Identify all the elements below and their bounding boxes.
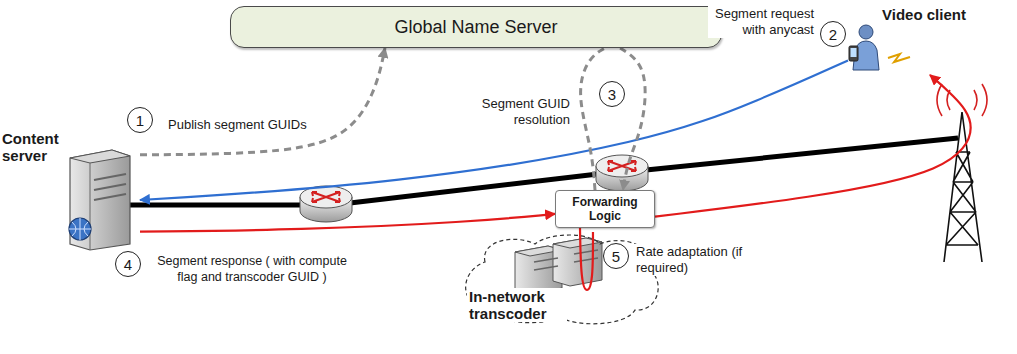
callout-number: 5 [603,243,629,269]
node-text: Global Name Server [384,17,567,38]
cell-tower [937,84,987,262]
backbone-link [130,138,958,205]
router-icon-part [608,161,636,171]
router-icon-part [596,155,648,177]
server-icon-part [69,218,91,240]
cloud-outline [466,235,659,324]
router-icon [596,155,648,191]
step-note: Segment request with anycast [708,6,816,38]
person-icon [849,25,879,70]
server-icon-part [94,184,126,190]
server-icon [69,150,130,250]
person-icon-part [851,48,857,57]
transcoder-servers-part [534,250,598,270]
backbone-link-part [646,138,958,170]
delivery-arrow [655,75,971,217]
router-icon-part [312,192,340,202]
content-server: Content server [2,128,140,250]
callout-number: 2 [820,21,846,47]
node-text: Video client [882,6,966,23]
forwarding-logic-box: Forwarding Logic [555,190,655,228]
wireless-signal-part [888,54,910,62]
callout-number: 4 [115,251,141,277]
video-client: Video client [848,2,1012,75]
node-text: Content server [2,130,68,164]
publish-arrow [140,48,385,155]
node-text: Forwarding Logic [561,195,649,223]
step-note: Segment GUID resolution [450,96,572,128]
step-note: Rate adaptation (if required) [634,244,746,276]
server-icon-part [70,150,130,250]
server-icon-part [70,150,130,163]
cell-tower-part [944,112,982,262]
transcode-loop [580,228,593,290]
callout-number: 3 [599,81,625,107]
resolution-query-line [581,48,605,190]
server-icon-part [69,218,91,240]
step-note: Segment response ( with compute flag and… [152,254,352,285]
router-icon-part [608,161,636,171]
person-icon-part [859,25,873,39]
request-arrow [140,60,848,200]
step-note: Publish segment GUIDs [166,117,309,133]
router-icon-part [312,192,340,202]
server-icon-part [90,163,91,250]
resolution-reply-arrow [620,48,645,190]
server-icon-part [94,194,126,200]
server-icon-part [94,174,126,180]
node-text: In-network transcoder [467,288,567,322]
wireless-signal [888,54,910,62]
transcoder-servers [515,238,602,294]
person-icon-part [849,46,858,61]
name-server-box: Global Name Server [230,6,722,48]
response-arrow [140,214,555,232]
backbone-link-part [130,203,300,208]
callout-number: 1 [127,107,153,133]
router-icon [300,186,352,222]
